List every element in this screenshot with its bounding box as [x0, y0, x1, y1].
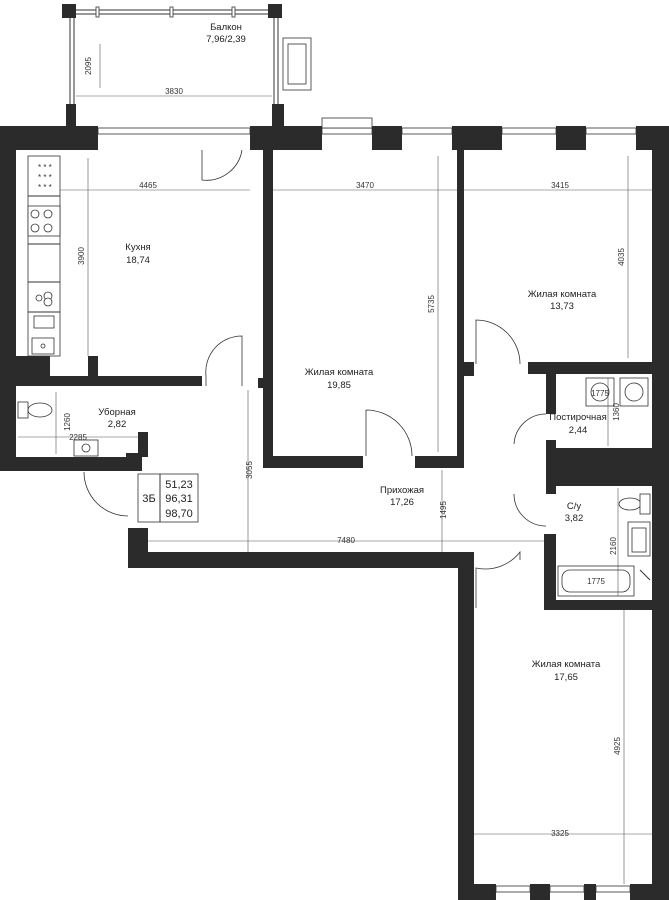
balcony-area: 7,96/2,39: [206, 34, 246, 45]
laundry-name: Постирочная: [549, 412, 607, 423]
kitchen-area: 18,74: [126, 255, 150, 266]
balcony-drying-rack: [282, 37, 312, 91]
stove-icon: [27, 205, 61, 237]
windows: [97, 117, 637, 893]
dim-living2-depth: 4035: [617, 248, 626, 266]
dim-balcony-depth: 2095: [84, 57, 93, 75]
kitchen-name: Кухня: [125, 242, 150, 253]
bath-area: 3,82: [565, 513, 584, 524]
walls: [0, 126, 669, 900]
dim-hall-width: 7480: [337, 536, 355, 545]
living2-area: 13,73: [550, 301, 574, 312]
living3-name: Жилая комната: [532, 659, 601, 670]
living2-name: Жилая комната: [528, 289, 597, 300]
dim-kitchen-width: 4465: [139, 181, 157, 190]
living-area: 51,23: [165, 479, 193, 491]
balcony-frame: [62, 4, 284, 126]
hall-name: Прихожая: [380, 485, 424, 496]
dim-kitchen-depth: 3900: [77, 247, 86, 265]
dim-living2-width: 3415: [551, 181, 569, 190]
laundry-area: 2,44: [569, 425, 588, 436]
living3-area: 17,65: [554, 672, 578, 683]
kitchen-counter: * * * * * * * * *: [27, 155, 61, 357]
bathtub-icon: [557, 565, 651, 597]
dim-bath-tub: 1775: [587, 577, 605, 586]
toilet-area: 2,82: [108, 419, 127, 430]
dishwasher-icon: [35, 291, 53, 307]
svg-text:* * *: * * *: [38, 173, 52, 182]
dimension-lines: [18, 44, 652, 884]
toilet-sink-icon: [73, 439, 99, 457]
dim-living3-width: 3325: [551, 829, 569, 838]
bath-sink-icon: [627, 521, 651, 557]
dim-balcony-width: 3830: [165, 87, 183, 96]
svg-text:* * *: * * *: [38, 163, 52, 172]
dim-toilet-depth: 1260: [63, 413, 72, 431]
dim-toilet-width: 2285: [69, 433, 87, 442]
toilet-icon: [17, 401, 53, 419]
living1-name: Жилая комната: [305, 367, 374, 378]
bath-toilet-icon: [618, 493, 651, 515]
doors: [83, 149, 547, 608]
hall-area: 17,26: [390, 497, 414, 508]
total-area: 96,31: [165, 493, 193, 505]
dim-hall-small: 1495: [439, 501, 448, 519]
living1-area: 19,85: [327, 380, 351, 391]
dim-laundry-fixture: 1775: [591, 389, 609, 398]
toilet-name: Уборная: [98, 407, 136, 418]
dim-living3-depth: 4925: [613, 737, 622, 755]
bath-name: С/у: [567, 501, 582, 512]
svg-text:* * *: * * *: [38, 183, 52, 192]
balcony-name: Балкон: [210, 22, 242, 33]
dim-bath-depth: 2160: [609, 537, 618, 555]
dim-living1-depth: 5735: [427, 295, 436, 313]
dim-hall-depth: 3055: [245, 461, 254, 479]
dim-laundry-depth: 1360: [612, 403, 621, 421]
dim-living1-width: 3470: [356, 181, 374, 190]
kitchen-sink-icon: [31, 315, 55, 355]
area-with-balcony: 98,70: [165, 508, 193, 520]
area-summary-table: 3Б 51,23 96,31 98,70: [137, 473, 199, 523]
washing-machine-icon: [585, 377, 649, 407]
apartment-type: 3Б: [142, 493, 155, 505]
